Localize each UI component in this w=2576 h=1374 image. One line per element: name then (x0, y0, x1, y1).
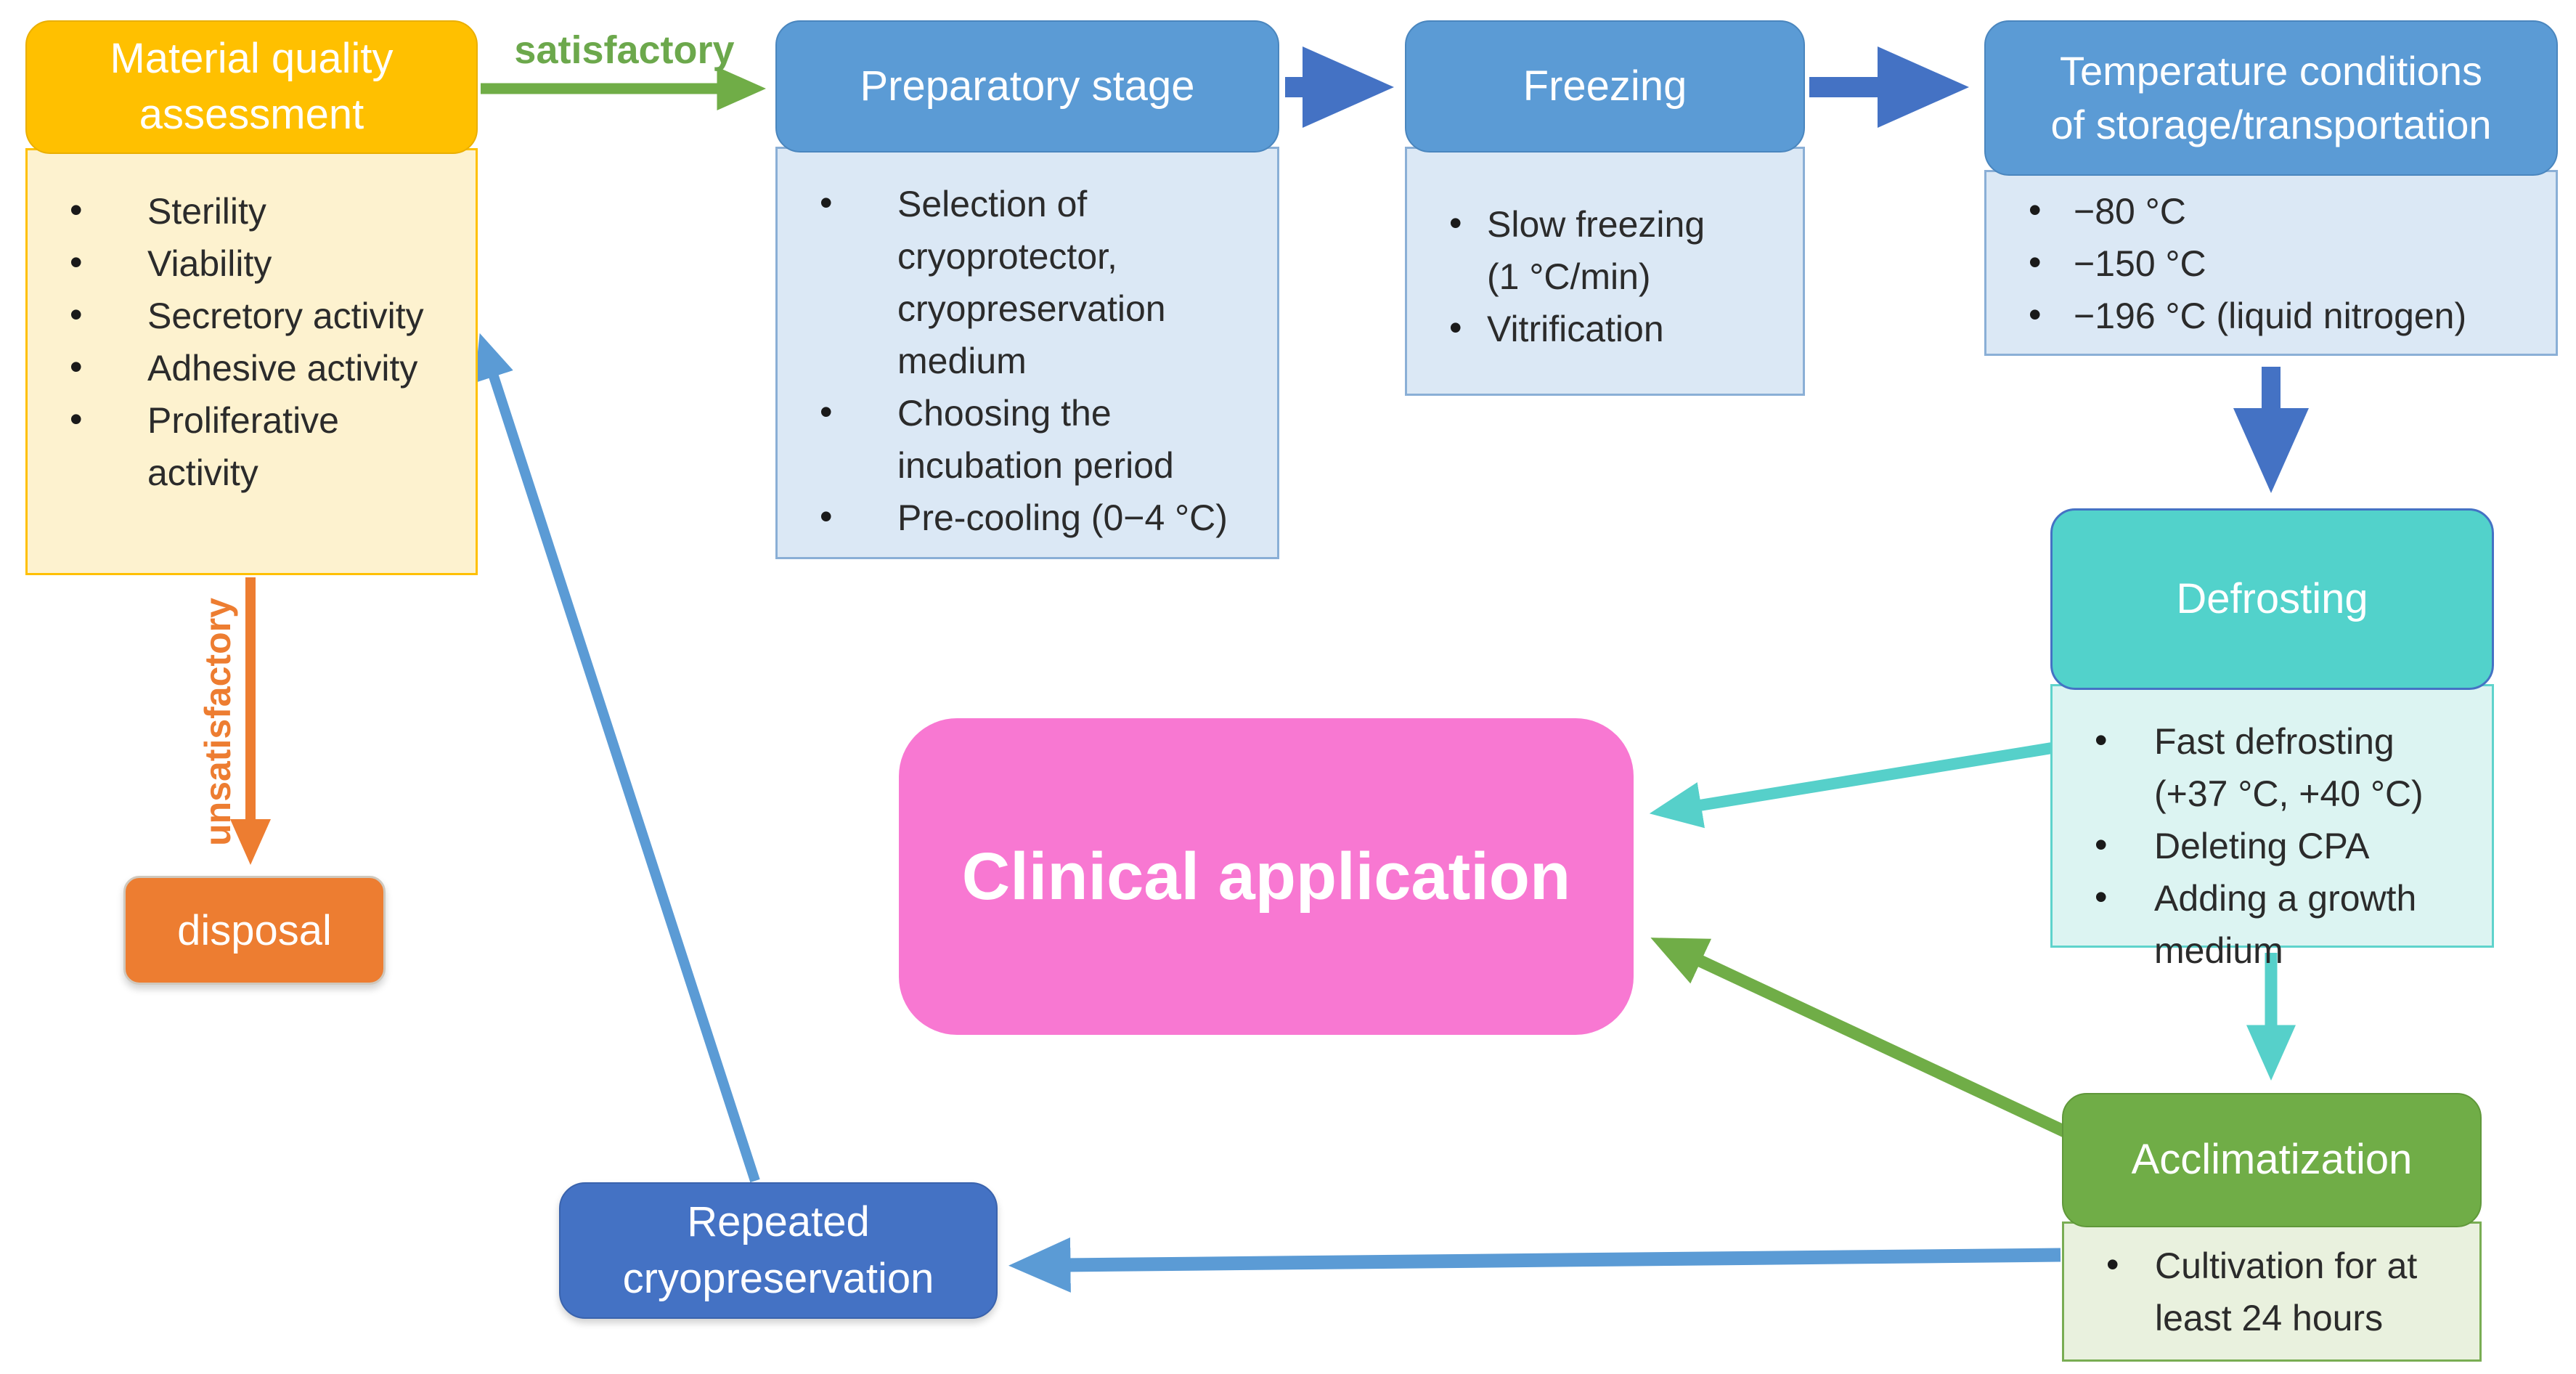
clinical-application-title: Clinical application (961, 839, 1571, 914)
arrow-repeated-to-material (474, 333, 760, 1183)
node-defrosting: Defrosting Fast defrosting (+37 °C, +40 … (2050, 508, 2494, 971)
temperature-bullet: −150 °C (1986, 236, 2556, 290)
material-bullet: Secretory activity (28, 288, 476, 342)
acclimatization-bullet: Cultivation for at least 24 hours (2064, 1238, 2479, 1344)
acclimatization-body: Cultivation for at least 24 hours (2062, 1221, 2482, 1362)
freezing-body: Slow freezing (1 °C/min) Vitrification (1405, 147, 1805, 396)
material-bullet: Adhesive activity (28, 341, 476, 394)
preparatory-bullet: Pre-cooling (0−4 °C) (778, 490, 1277, 544)
preparatory-stage-header: Preparatory stage (775, 20, 1279, 153)
arrow-acclimatization-to-clinical (1650, 938, 2071, 1139)
freezing-bullet: Vitrification (1407, 301, 1803, 355)
defrosting-bullet-list: Fast defrosting (+37 °C, +40 °C) Deletin… (2053, 714, 2492, 977)
node-disposal: disposal (123, 876, 386, 985)
node-material-quality-assessment: Material quality assessment Sterility Vi… (25, 20, 478, 575)
temperature-conditions-header: Temperature conditions of storage/transp… (1984, 20, 2558, 176)
arrow-defrosting-to-clinical (1649, 742, 2053, 829)
node-freezing: Freezing Slow freezing (1 °C/min) Vitrif… (1405, 20, 1805, 396)
preparatory-bullet: Selection of cryoprotector, cryopreserva… (778, 176, 1277, 387)
defrosting-bullet: Adding a growth medium (2053, 871, 2492, 977)
node-preparatory-stage: Preparatory stage Selection of cryoprote… (775, 20, 1279, 559)
freezing-bullet-list: Slow freezing (1 °C/min) Vitrification (1407, 197, 1803, 355)
material-bullet: Sterility (28, 184, 476, 237)
satisfactory-label: satisfactory (514, 28, 735, 72)
arrow-acclimatization-to-repeated (1008, 1237, 2061, 1293)
preparatory-stage-body: Selection of cryoprotector, cryopreserva… (775, 147, 1279, 559)
defrosting-body: Fast defrosting (+37 °C, +40 °C) Deletin… (2050, 684, 2494, 971)
temperature-conditions-body: −80 °C −150 °C −196 °C (liquid nitrogen) (1984, 170, 2558, 356)
unsatisfactory-label: unsatisfactory (197, 598, 238, 846)
preparatory-bullet-list: Selection of cryoprotector, cryopreserva… (778, 176, 1277, 544)
defrosting-bullet: Fast defrosting (+37 °C, +40 °C) (2053, 714, 2492, 820)
freezing-header: Freezing (1405, 20, 1805, 153)
preparatory-bullet: Choosing the incubation period (778, 386, 1277, 492)
node-repeated-cryopreservation: Repeated cryopreservation (559, 1182, 998, 1319)
temperature-bullet: −80 °C (1986, 184, 2556, 237)
material-quality-assessment-body: Sterility Viability Secretory activity A… (25, 148, 478, 575)
material-bullet: Proliferative activity (28, 393, 476, 499)
material-bullet: Viability (28, 236, 476, 290)
node-acclimatization: Acclimatization Cultivation for at least… (2062, 1093, 2482, 1362)
freezing-bullet: Slow freezing (1 °C/min) (1407, 197, 1803, 303)
disposal-title: disposal (177, 906, 332, 954)
material-quality-assessment-header: Material quality assessment (25, 20, 478, 154)
acclimatization-bullet-list: Cultivation for at least 24 hours (2064, 1238, 2479, 1344)
node-temperature-conditions: Temperature conditions of storage/transp… (1984, 20, 2558, 356)
defrosting-header: Defrosting (2050, 508, 2494, 690)
temperature-bullet: −196 °C (liquid nitrogen) (1986, 288, 2556, 342)
acclimatization-header: Acclimatization (2062, 1093, 2482, 1227)
defrosting-bullet: Deleting CPA (2053, 818, 2492, 872)
material-bullet-list: Sterility Viability Secretory activity A… (28, 184, 476, 499)
repeated-cryopreservation-title: Repeated cryopreservation (622, 1198, 934, 1302)
node-clinical-application: Clinical application (899, 718, 1634, 1035)
temperature-bullet-list: −80 °C −150 °C −196 °C (liquid nitrogen) (1986, 184, 2556, 342)
